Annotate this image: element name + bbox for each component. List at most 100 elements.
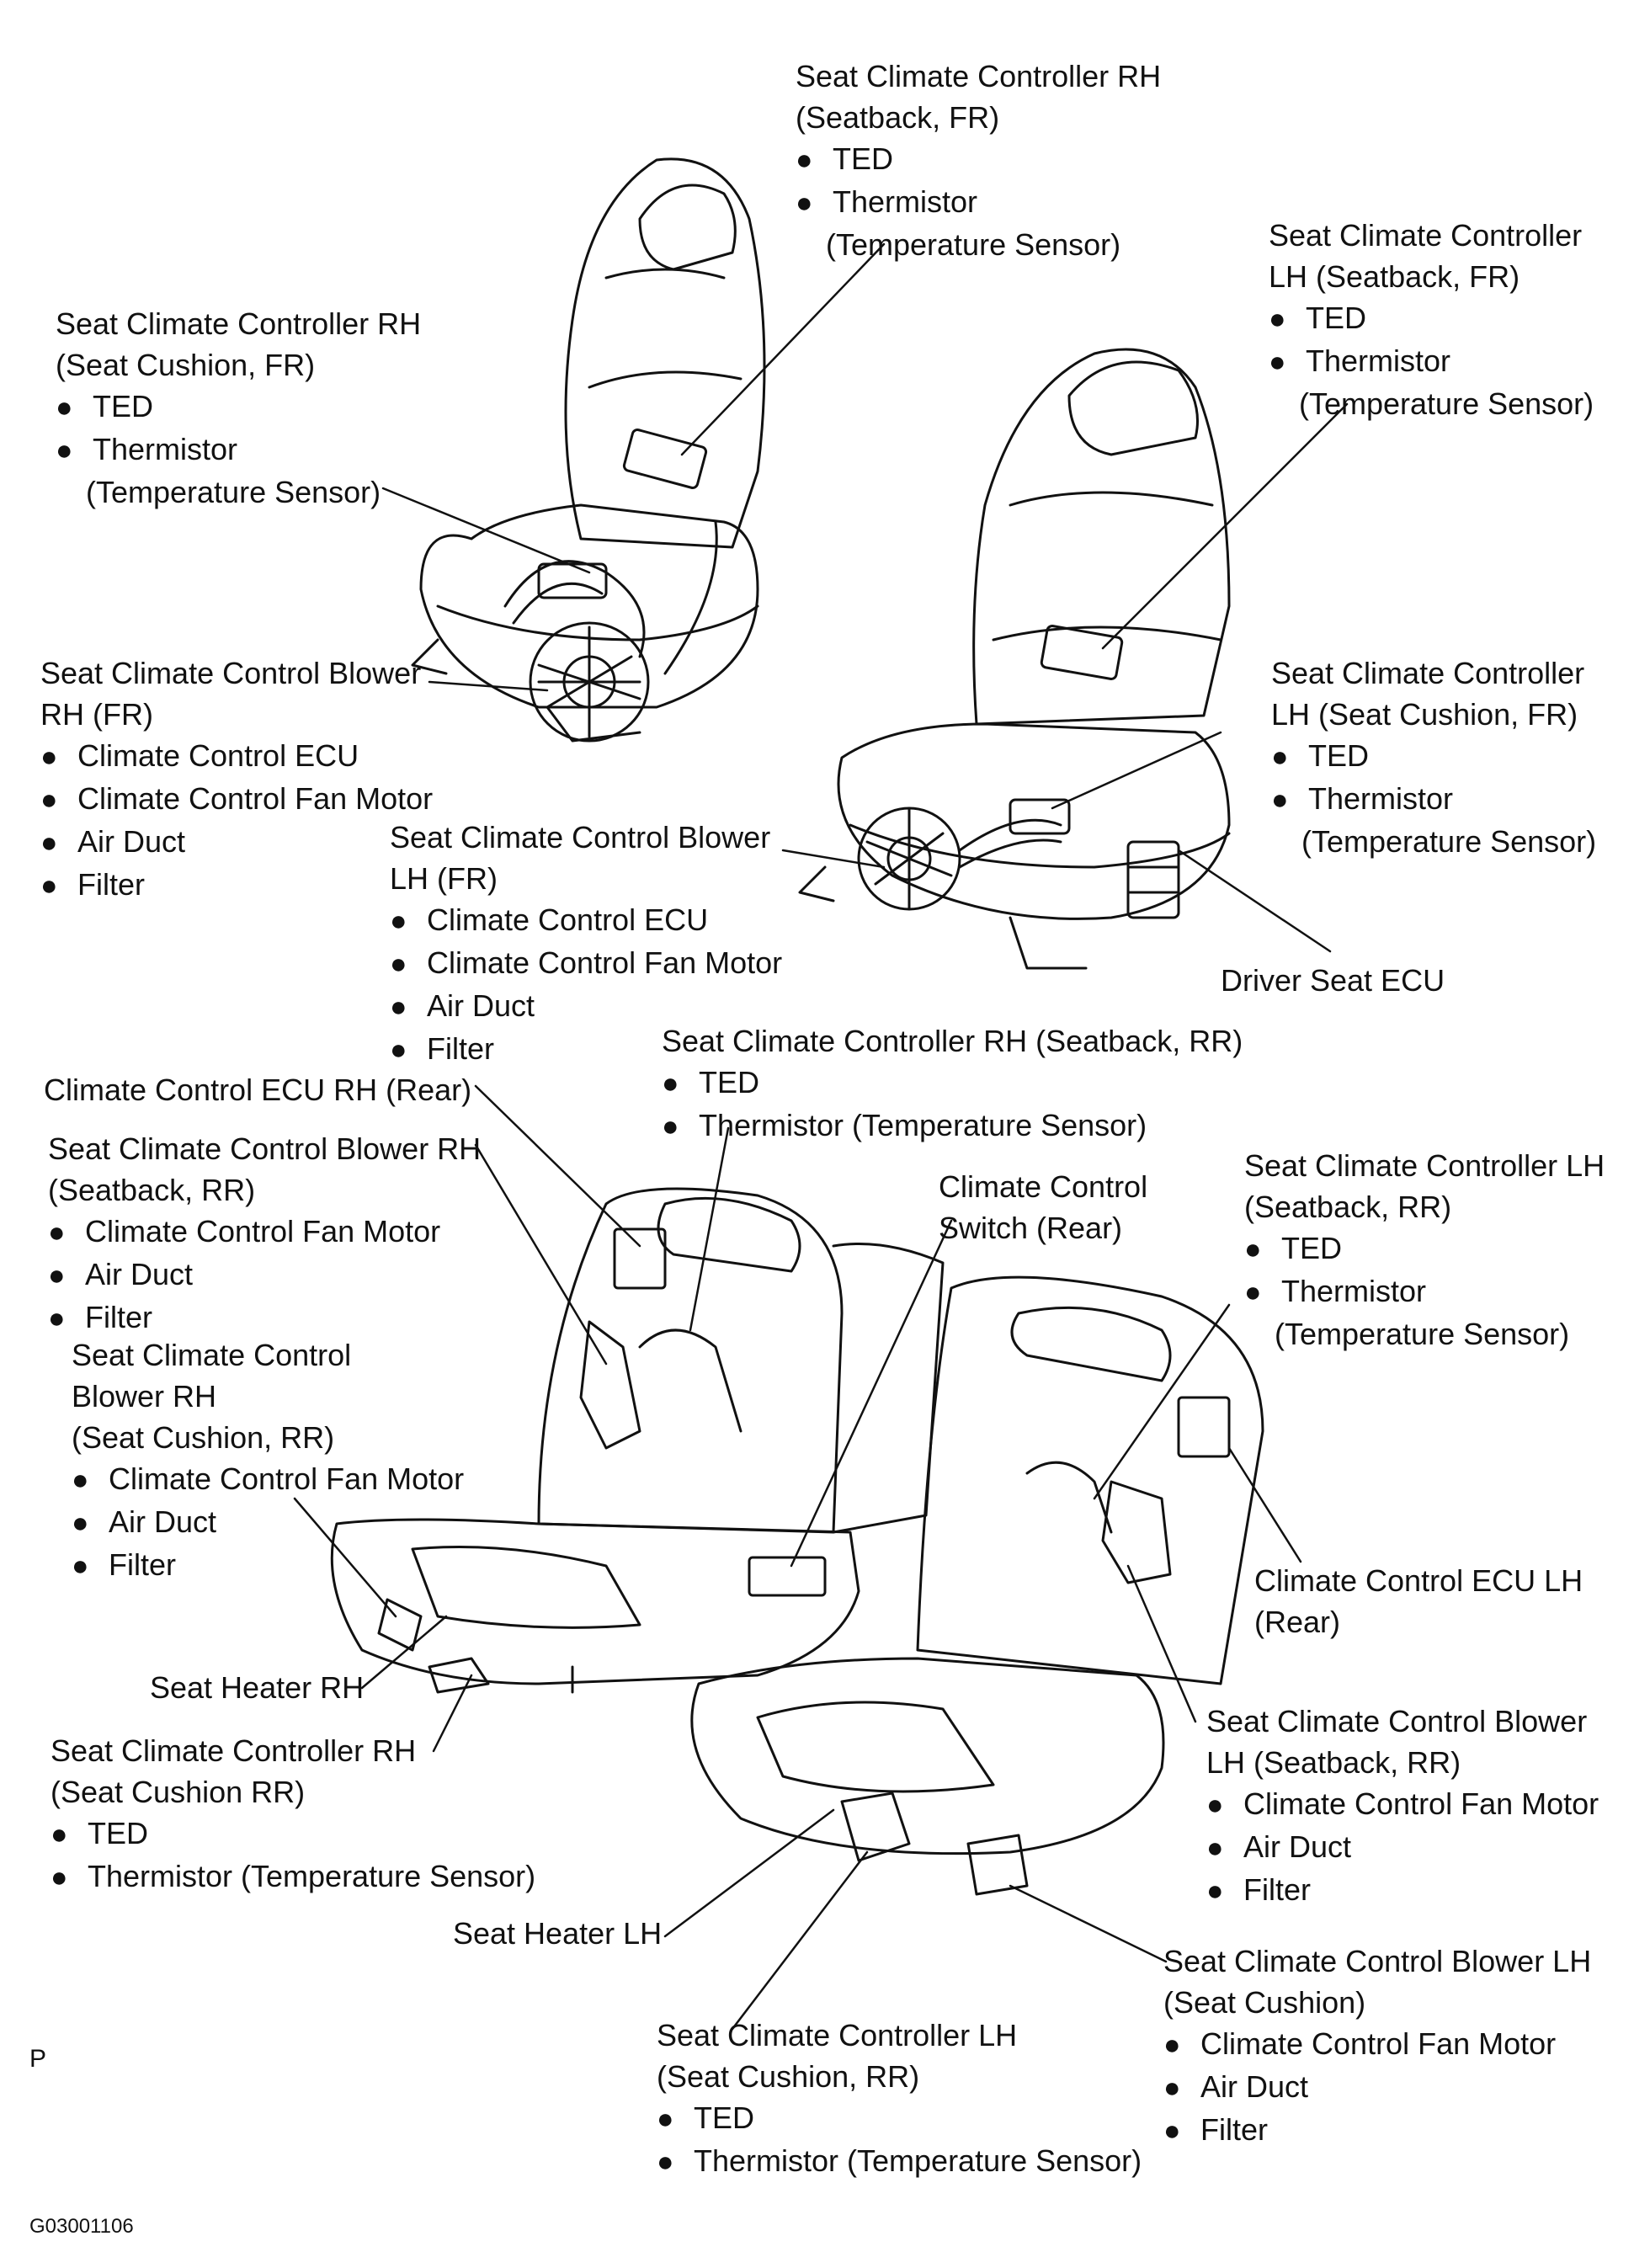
label-ecu-lh-rear: Climate Control ECU LH (Rear) <box>1254 1560 1583 1642</box>
label-line: (Temperature Sensor) <box>86 475 381 509</box>
figure-code: G03001106 <box>29 2215 134 2238</box>
label-sc-rh-cushion-rr: Seat Climate Controller RH (Seat Cushion… <box>51 1730 535 1898</box>
label-line: Seat Climate Controller RH <box>796 59 1162 93</box>
label-line: (Temperature Sensor) <box>1301 824 1597 859</box>
label-line: Seat Climate Control Blower <box>40 656 422 690</box>
bullet-item: Thermistor (Temperature Sensor) <box>662 1105 1243 1147</box>
label-blower-lh-cushion: Seat Climate Control Blower LH (Seat Cus… <box>1163 1941 1591 2152</box>
label-sc-rh-seatback-fr: Seat Climate Controller RH (Seatback, FR… <box>796 56 1161 265</box>
label-line: Seat Climate Controller <box>1269 218 1583 253</box>
bullet-item: Filter <box>40 864 433 907</box>
bullet-item: Filter <box>1163 2109 1591 2152</box>
label-blower-lh-seatback-rr: Seat Climate Control Blower LH (Seatback… <box>1206 1701 1599 1912</box>
label-switch-rear: Climate Control Switch (Rear) <box>939 1166 1147 1248</box>
bullet-item: TED <box>662 1062 1243 1105</box>
label-driver-seat-ecu: Driver Seat ECU <box>1221 960 1445 1001</box>
bullet-item: TED <box>56 386 421 429</box>
bullet-item: Air Duct <box>390 985 782 1028</box>
bullet-item: Climate Control Fan Motor <box>390 942 782 985</box>
bullet-item: Thermistor <box>56 429 421 471</box>
bullet-item: Air Duct <box>48 1254 481 1296</box>
label-line: Switch (Rear) <box>939 1211 1123 1245</box>
bullet-item: Climate Control Fan Motor <box>72 1458 464 1501</box>
label-sc-lh-cushion-fr: Seat Climate Controller LH (Seat Cushion… <box>1271 652 1596 862</box>
bullet-item: Thermistor (Temperature Sensor) <box>51 1855 535 1898</box>
label-line: Seat Heater RH <box>150 1670 365 1705</box>
label-line: Climate Control ECU RH (Rear) <box>44 1073 472 1107</box>
bullet-item: Filter <box>1206 1869 1599 1912</box>
label-line: RH (FR) <box>40 697 153 732</box>
bullet-item: TED <box>1271 735 1596 778</box>
label-line: Climate Control <box>939 1169 1148 1204</box>
label-sc-rh-cushion-fr: Seat Climate Controller RH (Seat Cushion… <box>56 303 421 513</box>
bullet-item: Thermistor <box>1244 1270 1605 1313</box>
bullet-item: Filter <box>48 1296 481 1339</box>
label-blower-rh-cushion-rr: Seat Climate Control Blower RH (Seat Cus… <box>72 1334 464 1587</box>
label-line: Climate Control ECU LH <box>1254 1563 1583 1598</box>
label-line: (Seat Cushion, RR) <box>72 1420 335 1455</box>
bullet-item: Climate Control Fan Motor <box>48 1211 481 1254</box>
bullet-item: Climate Control Fan Motor <box>1206 1783 1599 1826</box>
bullet-item: Filter <box>390 1028 782 1071</box>
label-line: Seat Climate Controller LH <box>657 2018 1018 2052</box>
label-line: LH (FR) <box>390 861 498 896</box>
bullet-item: TED <box>1269 297 1594 340</box>
label-blower-lh-fr: Seat Climate Control Blower LH (FR) Clim… <box>390 817 782 1071</box>
bullet-item: Air Duct <box>72 1501 464 1544</box>
label-line: LH (Seatback, FR) <box>1269 259 1520 294</box>
label-line: (Seat Cushion, RR) <box>657 2059 920 2094</box>
label-sc-lh-seatback-fr: Seat Climate Controller LH (Seatback, FR… <box>1269 215 1594 424</box>
front-lh-seat <box>798 348 1231 970</box>
bullet-item: TED <box>657 2097 1142 2140</box>
label-line: Seat Climate Controller RH <box>56 306 422 341</box>
label-line: (Temperature Sensor) <box>1275 1317 1570 1351</box>
bullet-item: Filter <box>72 1544 464 1587</box>
label-ecu-rh-rear: Climate Control ECU RH (Rear) <box>44 1069 471 1110</box>
bullet-item: Air Duct <box>40 821 433 864</box>
label-line: Seat Climate Control Blower RH <box>48 1131 482 1166</box>
bullet-item: Climate Control Fan Motor <box>40 778 433 821</box>
label-sc-rh-seatback-rr: Seat Climate Controller RH (Seatback, RR… <box>662 1020 1243 1147</box>
bullet-item: TED <box>796 138 1161 181</box>
label-line: LH (Seat Cushion, FR) <box>1271 697 1578 732</box>
label-line: (Rear) <box>1254 1605 1341 1639</box>
label-line: (Seat Cushion, FR) <box>56 348 316 382</box>
label-line: (Seat Cushion) <box>1163 1985 1366 2020</box>
corner-mark: P <box>29 2045 47 2073</box>
bullet-item: Thermistor (Temperature Sensor) <box>657 2140 1142 2183</box>
label-line: (Temperature Sensor) <box>826 227 1121 262</box>
label-line: Blower RH <box>72 1379 217 1414</box>
label-line: (Seatback, RR) <box>1244 1190 1452 1224</box>
label-line: Seat Heater LH <box>453 1916 663 1951</box>
label-line: Seat Climate Control <box>72 1338 352 1372</box>
label-line: (Temperature Sensor) <box>1299 386 1594 421</box>
label-seat-heater-rh: Seat Heater RH <box>150 1667 364 1708</box>
label-line: Seat Climate Control Blower LH <box>1163 1944 1592 1978</box>
label-line: Seat Climate Controller RH <box>51 1733 417 1768</box>
bullet-item: TED <box>1244 1227 1605 1270</box>
label-blower-rh-seatback-rr: Seat Climate Control Blower RH (Seatback… <box>48 1128 481 1339</box>
front-rh-seat <box>411 157 766 743</box>
label-line: LH (Seatback, RR) <box>1206 1745 1461 1780</box>
bullet-item: Climate Control Fan Motor <box>1163 2023 1591 2066</box>
label-line: Seat Climate Control Blower <box>1206 1704 1588 1738</box>
bullet-item: Climate Control ECU <box>40 735 433 778</box>
label-line: Seat Climate Controller RH (Seatback, RR… <box>662 1024 1243 1058</box>
label-sc-lh-cushion-rr: Seat Climate Controller LH (Seat Cushion… <box>657 2015 1142 2183</box>
label-line: (Seatback, FR) <box>796 100 1000 135</box>
bullet-item: Thermistor <box>796 181 1161 224</box>
label-blower-rh-fr: Seat Climate Control Blower RH (FR) Clim… <box>40 652 433 907</box>
label-line: Driver Seat ECU <box>1221 963 1445 998</box>
bullet-item: TED <box>51 1813 535 1855</box>
label-line: Seat Climate Controller LH <box>1244 1148 1605 1183</box>
label-line: Seat Climate Control Blower <box>390 820 771 854</box>
leader-lines <box>293 242 1349 2031</box>
bullet-item: Thermistor <box>1269 340 1594 383</box>
bullet-item: Air Duct <box>1163 2066 1591 2109</box>
label-seat-heater-lh: Seat Heater LH <box>453 1913 662 1954</box>
bullet-item: Thermistor <box>1271 778 1596 821</box>
label-sc-lh-seatback-rr: Seat Climate Controller LH (Seatback, RR… <box>1244 1145 1605 1355</box>
label-line: Seat Climate Controller <box>1271 656 1585 690</box>
label-line: (Seatback, RR) <box>48 1173 256 1207</box>
